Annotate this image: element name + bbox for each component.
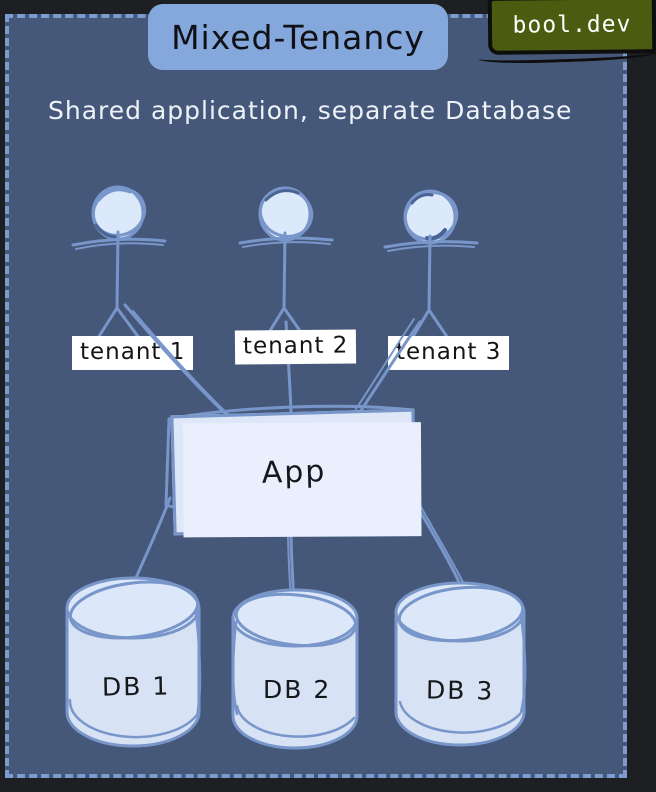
tenant-2-label-text: tenant 2 bbox=[242, 332, 349, 360]
tenant-1-label: tenant 1 bbox=[72, 336, 194, 370]
tenant-1-label-text: tenant 1 bbox=[80, 339, 186, 365]
bool-dev-badge-text: bool.dev bbox=[512, 11, 632, 39]
db-3-label-text: DB 3 bbox=[425, 675, 495, 706]
app-box: App bbox=[170, 408, 418, 536]
tenant-3-label: tenant 3 bbox=[388, 336, 510, 370]
dashed-border-panel bbox=[5, 14, 627, 778]
app-box-label: App bbox=[261, 453, 327, 491]
tenant-3-label-text: tenant 3 bbox=[396, 339, 502, 365]
db-2-label-text: DB 2 bbox=[263, 675, 332, 704]
db-1-label-text: DB 1 bbox=[101, 671, 171, 702]
bool-dev-badge: bool.dev bbox=[487, 0, 656, 55]
page-title: Mixed-Tenancy bbox=[171, 17, 425, 57]
subtitle-text: Shared application, separate Database bbox=[48, 96, 573, 125]
db-3-label: DB 3 bbox=[426, 675, 495, 705]
db-2-label: DB 2 bbox=[263, 675, 331, 704]
title-box: Mixed-Tenancy bbox=[148, 4, 448, 70]
tenant-2-label: tenant 2 bbox=[234, 329, 357, 365]
db-1-label: DB 1 bbox=[102, 671, 171, 701]
subtitle: Shared application, separate Database bbox=[48, 96, 572, 125]
